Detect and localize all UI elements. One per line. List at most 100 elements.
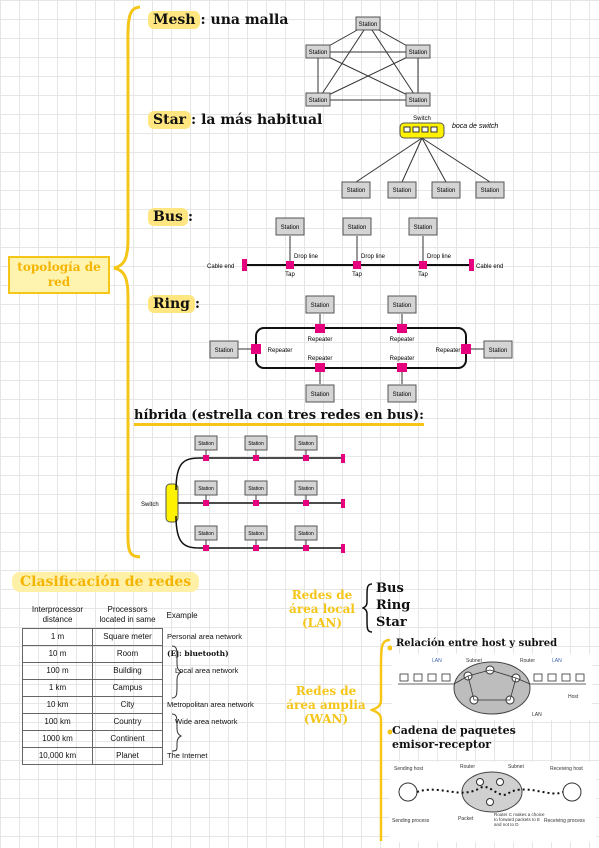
bus-station-label: Station [414, 225, 433, 231]
example-metro: Metropolitan area network [167, 700, 254, 709]
main-brace [113, 5, 141, 559]
star-station-label: Station [437, 188, 456, 194]
table-header-row: Interprocessor distance Processors locat… [23, 602, 284, 628]
ring-name: Ring [148, 295, 195, 313]
example-personal-note: (Ej: bluetooth) [167, 649, 229, 658]
packet-diagram: Sending host Router Subnet Receiving hos… [390, 762, 596, 842]
bus-tap-label: Tap [352, 272, 362, 278]
packet-packet-label: Packet [458, 816, 474, 822]
bus-drop-line-label: Drop line [294, 254, 319, 260]
ring-diagram: Station Station Station Station Station … [209, 295, 513, 403]
packet-receiving-host-label: Receiving host [550, 766, 583, 772]
example-internet: The Internet [167, 751, 208, 760]
ring-station-label: Station [311, 392, 330, 398]
classification-table: Interprocessor distance Processors locat… [22, 602, 284, 765]
mesh-station-label: Station [409, 98, 428, 104]
table-header: Example [166, 610, 198, 620]
ring-station-label: Station [393, 303, 412, 309]
ring-repeater-label: Repeater [436, 348, 461, 354]
hybrid-station-label: Station [198, 441, 214, 447]
classification-title: Clasificación de redes [12, 572, 200, 592]
root-topic-label: topología de red [8, 256, 110, 294]
ring-repeater-label: Repeater [390, 337, 415, 343]
hybrid-switch-label: Switch [141, 502, 159, 508]
bus-diagram: Cable end Cable end Station Station Stat… [207, 217, 503, 278]
bus-name: Bus [148, 208, 188, 226]
ring-repeater-label: Repeater [390, 356, 415, 362]
bus-station-label: Station [281, 225, 300, 231]
subnet-host-label: Host [568, 694, 579, 700]
mesh-station-label: Station [409, 50, 428, 56]
mesh-name: Mesh [148, 11, 201, 29]
packet-router-label: Router [460, 764, 475, 770]
packet-receiving-process-label: Receiving process [544, 818, 585, 824]
example-personal: Personal area network [167, 632, 243, 641]
hybrid-station-label: Station [198, 486, 214, 492]
ring-repeater-label: Repeater [308, 337, 333, 343]
mesh-station-label: Station [309, 98, 328, 104]
mesh-diagram: Station Station Station Station Station [305, 16, 431, 107]
subnet-router-label: Router [520, 658, 535, 664]
hybrid-station-label: Station [248, 486, 264, 492]
hybrid-station-label: Station [298, 441, 314, 447]
star-desc: la más habitual [201, 112, 323, 128]
subnet-lan-label: LAN [432, 658, 442, 664]
ring-repeater-label: Repeater [308, 356, 333, 362]
subnet-lan-label: LAN [532, 712, 542, 718]
bus-cable-end-label: Cable end [207, 264, 234, 270]
wan-item-host-subnet: Relación entre host y subred [396, 638, 558, 649]
mesh-station-label: Station [359, 22, 378, 28]
lan-type-ring: Ring [376, 598, 411, 613]
hybrid-station-label: Station [248, 531, 264, 537]
table-header: Processors located in same [99, 604, 156, 624]
lan-brace [362, 583, 373, 633]
star-station-label: Station [347, 188, 366, 194]
bus-station-label: Station [348, 225, 367, 231]
lan-type-bus: Bus [376, 581, 404, 596]
lan-type-star: Star [376, 615, 407, 630]
wan-label: Redes de área amplia (WAN) [286, 684, 366, 726]
packet-sending-process-label: Sending process [392, 818, 430, 824]
hybrid-diagram: Switch Station Station Station Station S… [141, 435, 345, 553]
ring-station-label: Station [393, 392, 412, 398]
table-header: Interprocessor distance [31, 604, 84, 624]
example-wide: Wide area network [175, 717, 238, 726]
wan-brace [370, 638, 392, 841]
hybrid-station-label: Station [248, 441, 264, 447]
mesh-station-label: Station [309, 50, 328, 56]
star-station-label: Station [481, 188, 500, 194]
bus-cable-end-label: Cable end [476, 264, 503, 270]
star-switch-label: Switch [413, 116, 431, 122]
hybrid-station-label: Station [298, 486, 314, 492]
table-braces [171, 645, 182, 752]
subnet-subnet-label: Subnet [466, 658, 482, 664]
star-heading: Star: la más habitual [148, 111, 323, 129]
mesh-desc: una malla [210, 12, 289, 28]
example-local: Local area network [175, 666, 239, 675]
bus-drop-line-label: Drop line [427, 254, 452, 260]
subnet-lan-label: LAN [552, 658, 562, 664]
bus-drop-line-label: Drop line [361, 254, 386, 260]
ring-station-label: Station [215, 348, 234, 354]
hybrid-heading: híbrida (estrella con tres redes en bus)… [134, 408, 424, 426]
star-name: Star [148, 111, 192, 129]
star-note: boca de switch [452, 123, 498, 130]
bus-tap-label: Tap [285, 272, 295, 278]
packet-subnet-label: Subnet [508, 764, 524, 770]
hybrid-station-label: Station [298, 531, 314, 537]
hybrid-station-label: Station [198, 531, 214, 537]
ring-station-label: Station [311, 303, 330, 309]
ring-repeater-label: Repeater [268, 348, 293, 354]
mesh-heading: Mesh: una malla [148, 11, 289, 29]
bus-heading: Bus: [148, 208, 193, 226]
ring-station-label: Station [489, 348, 508, 354]
star-station-label: Station [393, 188, 412, 194]
